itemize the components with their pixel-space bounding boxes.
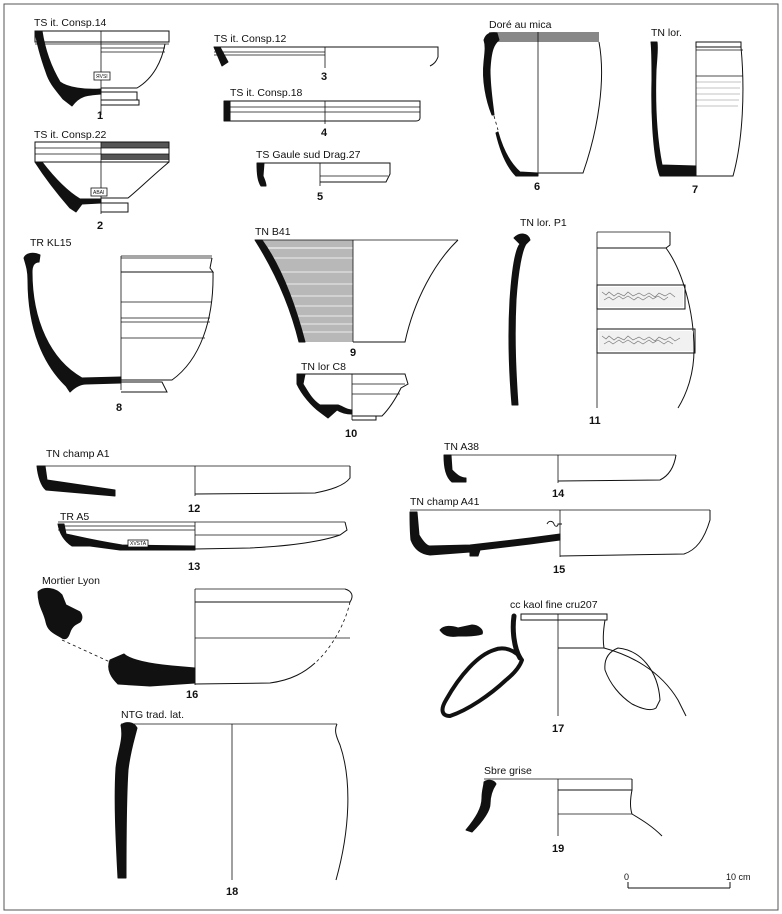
scale-start-label: 0 — [624, 872, 629, 882]
scale-bar: 0 10 cm — [624, 872, 751, 889]
vessel-12: TN champ A1 12 — [36, 448, 351, 515]
vessel-label: TS Gaule sud Drag.27 — [256, 149, 361, 161]
vessel-label: TN lor C8 — [301, 361, 346, 373]
vessel-number: 4 — [321, 127, 328, 139]
vessel-number: 5 — [317, 191, 323, 203]
vessel-4: TS it. Consp.18 4 — [223, 87, 421, 139]
vessel-label: TN lor. — [651, 27, 682, 39]
vessel-label: Mortier Lyon — [42, 575, 100, 587]
vessel-number: 19 — [552, 843, 564, 855]
vessel-6: Doré au mica 6 — [483, 19, 603, 193]
vessel-label: TN champ A1 — [46, 448, 110, 460]
vessel-label: TS it. Consp.18 — [230, 87, 303, 99]
vessel-number: 17 — [552, 723, 564, 735]
vessel-label: NTG trad. lat. — [121, 709, 184, 721]
vessel-label: TN lor. P1 — [520, 217, 567, 229]
vessel-1: TS it. Consp.14 ЯVSI 1 — [34, 17, 170, 122]
vessel-label: Sbre grise — [484, 765, 532, 777]
vessel-number: 7 — [692, 184, 698, 196]
vessel-label: cc kaol fine cru207 — [510, 599, 598, 611]
vessel-label: TS it. Consp.12 — [214, 33, 287, 45]
vessel-label: Doré au mica — [489, 19, 552, 31]
vessel-number: 9 — [350, 347, 356, 359]
vessel-3: TS it. Consp.12 3 — [213, 33, 439, 83]
vessel-2: TS it. Consp.22 ABAI 2 — [34, 129, 170, 232]
vessel-label: TS it. Consp.22 — [34, 129, 107, 141]
vessel-label: TR A5 — [60, 511, 89, 523]
vessel-19: Sbre grise 19 — [465, 765, 663, 855]
stamp-text: ABAI — [93, 190, 104, 196]
vessel-10: TN lor C8 10 — [296, 361, 409, 440]
vessel-8: TR KL15 8 — [23, 237, 214, 414]
vessel-number: 8 — [116, 402, 122, 414]
vessel-label: TS it. Consp.14 — [34, 17, 107, 29]
vessel-number: 1 — [97, 110, 103, 122]
vessel-number: 6 — [534, 181, 540, 193]
vessel-15: TN champ A41 15 — [409, 496, 711, 576]
vessel-number: 11 — [589, 415, 601, 427]
vessel-number: 13 — [188, 561, 200, 573]
vessel-label: TN B41 — [255, 226, 291, 238]
vessel-number: 12 — [188, 503, 200, 515]
stamp-text: ЯVSI — [96, 74, 108, 80]
vessel-16: Mortier Lyon 16 — [37, 575, 353, 701]
vessel-13: TR A5 XVSTA 13 — [57, 511, 348, 573]
plate-frame — [3, 3, 779, 911]
scale-end-label: 10 cm — [726, 872, 751, 882]
vessel-number: 10 — [345, 428, 357, 440]
vessel-18: NTG trad. lat. 18 — [114, 709, 349, 898]
vessel-number: 18 — [226, 886, 238, 898]
vessel-number: 2 — [97, 220, 103, 232]
vessel-11: TN lor. P1 11 — [508, 217, 696, 427]
stamp-text: XVSTA — [130, 541, 147, 547]
vessel-number: 3 — [321, 71, 327, 83]
vessel-label: TR KL15 — [30, 237, 72, 249]
vessel-7: TN lor. 7 — [650, 27, 744, 196]
vessel-label: TN A38 — [444, 441, 479, 453]
vessel-number: 15 — [553, 564, 565, 576]
vessel-label: TN champ A41 — [410, 496, 480, 508]
vessel-17: cc kaol fine cru207 17 — [439, 599, 687, 735]
vessel-9: TN B41 9 — [254, 226, 459, 359]
vessel-number: 16 — [186, 689, 198, 701]
vessel-14: TN A38 14 — [443, 441, 677, 500]
vessel-5: TS Gaule sud Drag.27 5 — [256, 149, 391, 203]
vessel-number: 14 — [552, 488, 565, 500]
